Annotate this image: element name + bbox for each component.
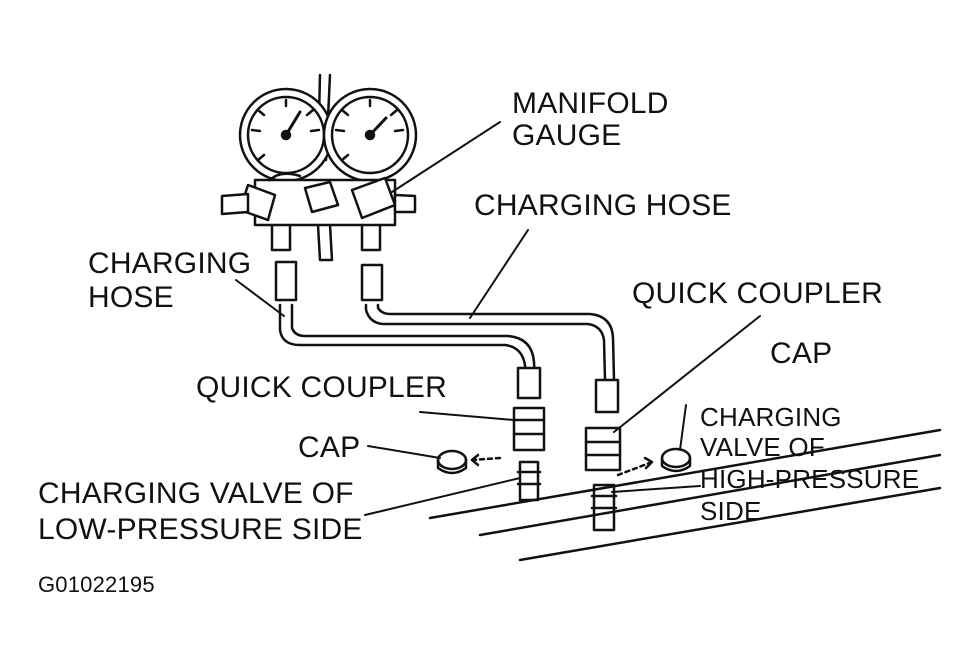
lp-valve-label-line2: LOW-PRESSURE SIDE [38,513,363,546]
low-pressure-hose [274,260,537,382]
figure-id-label: G01022195 [38,572,155,597]
hp-valve-label-line2: VALVE OF [700,432,825,462]
cap-high-arrowhead [643,456,654,470]
manifold-gauge [220,73,418,262]
hp-valve-label-line4: SIDE [700,496,762,526]
charging-hose-left-label-line2: HOSE [88,281,174,314]
charging-hose-left-label-line1: CHARGING [88,247,252,280]
cap-left-label: CAP [298,431,361,464]
leader-lines [235,121,761,516]
quick-coupler-right-label: QUICK COUPLER [632,277,883,310]
cap-low [436,449,468,475]
hp-valve-label-line1: CHARGING [700,402,842,432]
cap-right-label: CAP [770,337,833,370]
charging-hose-right-label: CHARGING HOSE [474,189,732,222]
manifold-gauge-label-line2: GAUGE [512,119,622,152]
hp-valve-label-line3: HIGH-PRESSURE [700,464,920,494]
quick-coupler-left-label: QUICK COUPLER [196,371,447,404]
lp-valve-label-line1: CHARGING VALVE OF [38,477,354,510]
cap-low-arrow [470,456,502,462]
cap-low-arrowhead [470,453,480,467]
cap-high-arrow [616,460,654,477]
high-pressure-hose [360,263,616,382]
low-pressure-coupler [512,366,546,502]
cap-high [660,447,692,473]
manifold-gauge-label-line1: MANIFOLD [512,87,669,120]
high-pressure-coupler [584,378,622,532]
ground-lines [428,428,942,562]
